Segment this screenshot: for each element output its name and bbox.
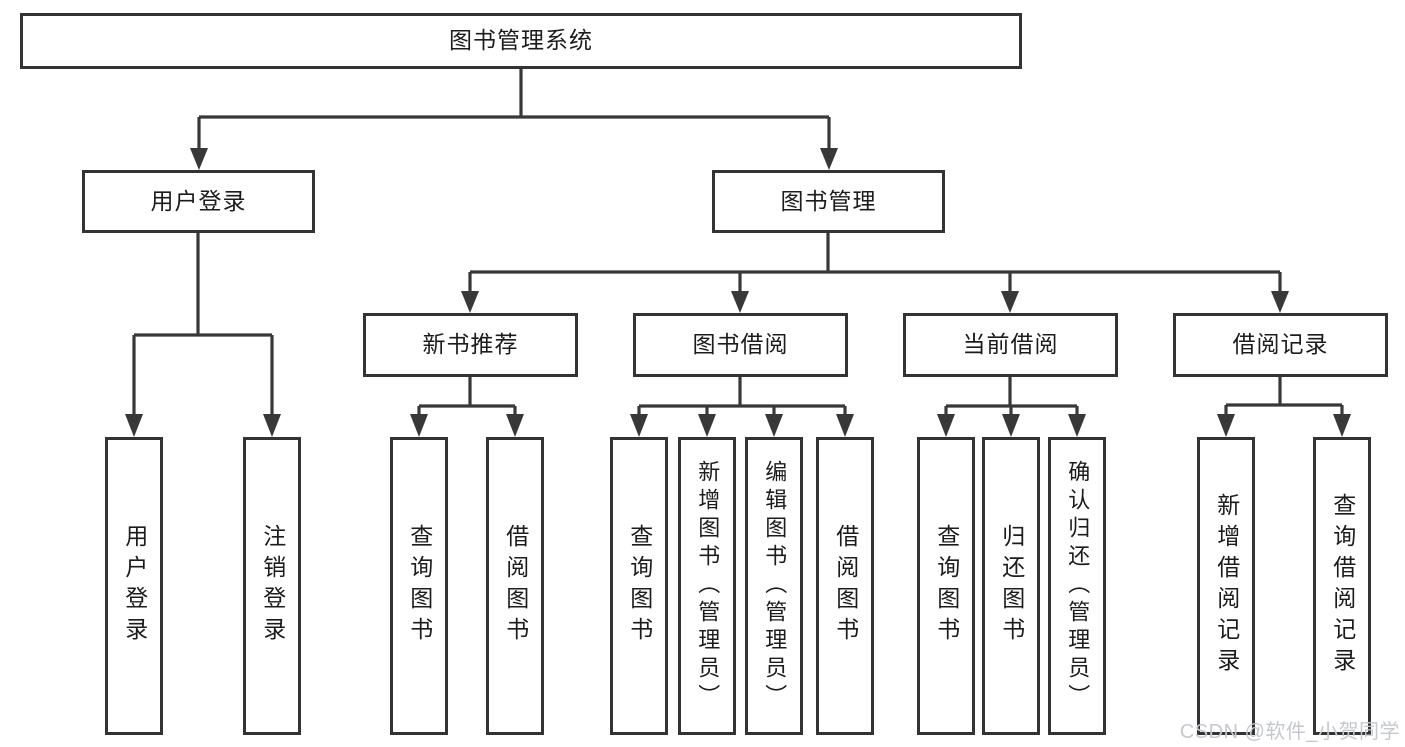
leaf-borrow-books-recommend: 借阅图书 <box>486 437 544 735</box>
leaf-query-books-borrow: 查询图书 <box>610 437 668 735</box>
leaf-label: 用户登录 <box>121 524 148 648</box>
leaf-label: 新增图书（管理员） <box>695 460 721 712</box>
node-user-login: 用户登录 <box>82 170 315 233</box>
leaf-label: 确认归还（管理员） <box>1065 460 1091 712</box>
leaf-label: 查询图书 <box>406 524 433 648</box>
leaf-label: 查询图书 <box>626 524 653 648</box>
leaf-label: 新增借阅记录 <box>1213 493 1240 679</box>
leaf-query-books-current: 查询图书 <box>917 437 975 735</box>
leaf-label: 查询图书 <box>933 524 960 648</box>
leaf-label: 归还图书 <box>998 524 1025 648</box>
node-label: 借阅记录 <box>1232 331 1329 358</box>
node-label: 图书借阅 <box>692 331 789 358</box>
leaf-add-book-admin: 新增图书（管理员） <box>678 437 736 735</box>
leaf-label: 编辑图书（管理员） <box>762 460 788 712</box>
node-library-management-system: 图书管理系统 <box>20 13 1022 69</box>
arrowheads <box>125 148 1351 437</box>
leaf-label: 注销登录 <box>259 524 286 648</box>
node-book-management: 图书管理 <box>712 170 945 233</box>
leaf-borrow-books: 借阅图书 <box>816 437 874 735</box>
leaf-user-login: 用户登录 <box>105 437 163 735</box>
node-label: 图书管理 <box>780 187 877 214</box>
leaf-add-borrow-record: 新增借阅记录 <box>1197 437 1255 735</box>
node-label: 图书管理系统 <box>449 27 593 54</box>
leaf-return-books: 归还图书 <box>982 437 1040 735</box>
leaf-confirm-return-admin: 确认归还（管理员） <box>1048 437 1106 735</box>
node-borrow-records: 借阅记录 <box>1173 313 1388 377</box>
node-label: 用户登录 <box>150 187 247 214</box>
node-label: 新书推荐 <box>422 331 519 358</box>
leaf-edit-book-admin: 编辑图书（管理员） <box>745 437 803 735</box>
leaf-label: 借阅图书 <box>832 524 859 648</box>
leaf-label: 查询借阅记录 <box>1329 493 1356 679</box>
leaf-label: 借阅图书 <box>502 524 529 648</box>
leaf-logout: 注销登录 <box>243 437 301 735</box>
node-current-borrow: 当前借阅 <box>903 313 1118 377</box>
leaf-query-books-recommend: 查询图书 <box>390 437 448 735</box>
node-book-borrow: 图书借阅 <box>633 313 848 377</box>
leaf-query-borrow-record: 查询借阅记录 <box>1313 437 1371 735</box>
node-label: 当前借阅 <box>962 331 1059 358</box>
node-new-book-recommend: 新书推荐 <box>363 313 578 377</box>
